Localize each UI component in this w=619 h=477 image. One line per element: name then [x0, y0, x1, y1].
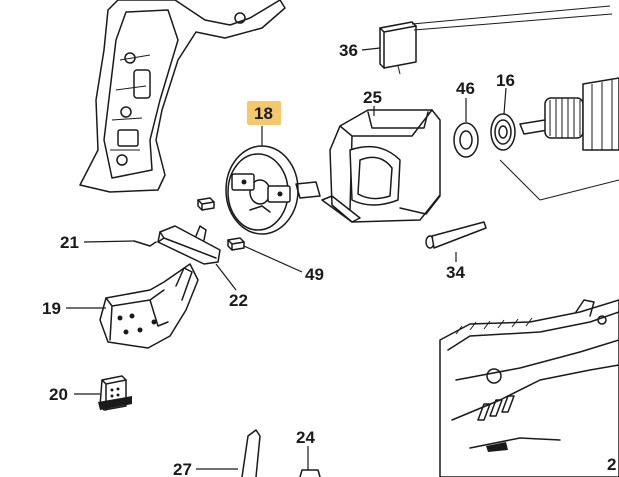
part-34-screw [425, 221, 487, 249]
label-46: 46 [456, 79, 475, 98]
housing-half-right [439, 299, 619, 477]
label-49: 49 [305, 265, 324, 284]
part-16-bearing [490, 113, 516, 151]
part-24-cable [241, 429, 321, 477]
armature [499, 77, 619, 201]
label-21: 21 [60, 233, 79, 252]
label-18: 18 [254, 104, 273, 123]
part-46-washer [453, 122, 479, 158]
label-19: 19 [42, 299, 61, 318]
label-27: 27 [173, 460, 192, 477]
part-21-spring [133, 240, 157, 247]
part-18-brush-holder [225, 145, 321, 235]
label-18-highlight [247, 101, 281, 125]
label-25: 25 [363, 88, 382, 107]
housing-half-left [79, 0, 286, 193]
leader-lines [66, 47, 507, 470]
part-20-connector [98, 375, 132, 411]
part-25-stator [321, 109, 441, 223]
label-22: 22 [229, 291, 248, 310]
label-34: 34 [446, 263, 465, 282]
part-49-brush [197, 197, 245, 251]
label-36: 36 [339, 41, 358, 60]
part-36-capacitor [379, 5, 613, 75]
part-22-lever [157, 225, 221, 265]
part-19-trigger-switch [99, 263, 199, 349]
label-20: 20 [49, 385, 68, 404]
label-2: 2 [607, 455, 616, 474]
label-16: 16 [496, 71, 515, 90]
label-24: 24 [296, 428, 315, 447]
